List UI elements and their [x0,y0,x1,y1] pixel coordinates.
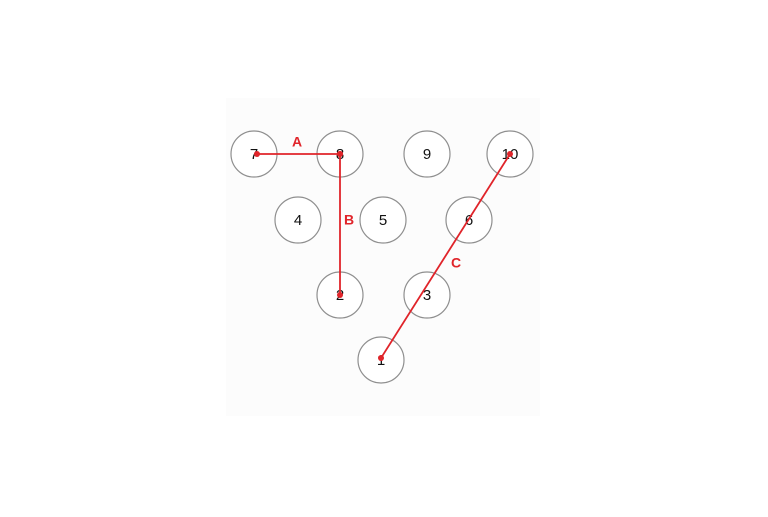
shot-end-dot [337,292,343,298]
shot-label: A [292,134,302,150]
shot-b: B [337,151,354,298]
pin-9: 9 [403,130,451,178]
shot-line [380,153,511,359]
pin-label: 7 [250,146,258,163]
shot-label: C [451,255,461,271]
pin-circle [274,196,322,244]
shot-c: C [378,151,513,361]
shot-label: B [344,212,354,228]
pin-label: 3 [423,287,431,304]
pin-circle [403,130,451,178]
pin-5: 5 [359,196,407,244]
pin-3: 3 [403,271,451,319]
shot-end-dot [507,151,513,157]
shot-start-dot [337,151,343,157]
shots-layer: A B C [254,134,513,361]
pin-label: 4 [294,212,302,229]
pin-circle [359,196,407,244]
shot-start-dot [378,355,384,361]
pin-circle [403,271,451,319]
pin-4: 4 [274,196,322,244]
pin-label: 9 [423,146,431,163]
pin-label: 5 [379,212,387,229]
shot-start-dot [254,151,260,157]
